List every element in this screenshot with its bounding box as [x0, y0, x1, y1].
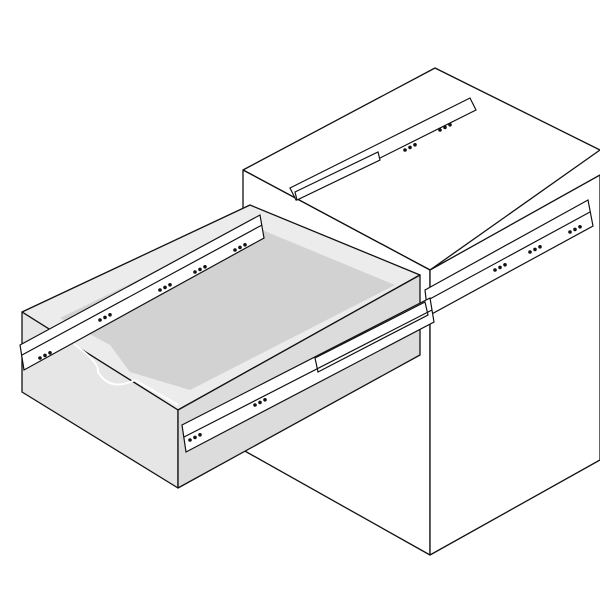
mounting-hole [188, 438, 192, 442]
front-drawer-rail [181, 297, 435, 453]
mounting-hole [168, 283, 172, 287]
mounting-hole [103, 315, 107, 320]
mounting-hole [413, 143, 417, 147]
drawer-inner [60, 225, 395, 390]
mounting-hole [258, 400, 262, 405]
left-drawer-rail [19, 214, 265, 371]
mounting-hole [573, 227, 577, 232]
mounting-hole [43, 353, 47, 358]
front-rail-groove [183, 309, 433, 438]
mounting-hole [98, 318, 102, 322]
mounting-hole [408, 145, 412, 150]
right-rail-groove [427, 211, 591, 301]
mounting-hole [528, 250, 532, 254]
mounting-hole [243, 243, 247, 247]
mounting-hole [198, 267, 202, 272]
mounting-hole [578, 225, 582, 229]
mounting-hole [253, 403, 257, 407]
mounting-hole [403, 148, 407, 152]
mounting-hole [158, 288, 162, 292]
back-slide-rail [289, 97, 477, 201]
mounting-hole [38, 356, 42, 360]
drawer [21, 204, 421, 489]
mounting-holes [38, 123, 582, 442]
mounting-hole [538, 245, 542, 249]
left-rail-body [19, 214, 265, 371]
mounting-hole [263, 398, 267, 402]
mounting-hole [498, 265, 502, 270]
back-rail-inner [294, 151, 381, 201]
mounting-hole [238, 245, 242, 250]
mounting-hole [203, 265, 207, 269]
mounting-hole [503, 263, 507, 267]
mounting-hole [438, 128, 442, 132]
mounting-hole [163, 285, 167, 290]
front-rail-extension [314, 301, 429, 373]
mounting-hole [568, 230, 572, 234]
mounting-hole [533, 247, 537, 252]
mounting-hole [48, 351, 52, 355]
left-rail-groove [21, 224, 263, 356]
mounting-hole [493, 268, 497, 272]
mounting-hole [448, 123, 452, 127]
mounting-hole [443, 125, 447, 130]
mounting-hole [108, 313, 112, 317]
drawer-handle-cutout [59, 334, 179, 406]
mounting-hole [233, 248, 237, 252]
mounting-hole [193, 435, 197, 440]
mounting-hole [193, 270, 197, 274]
mounting-hole [198, 433, 202, 437]
